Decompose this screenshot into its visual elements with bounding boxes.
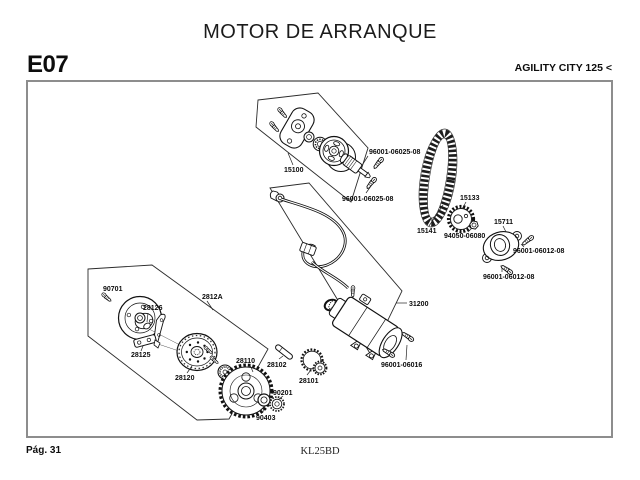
part-labels: 15100 96001-06025-08 96001-06025-08 1514… xyxy=(103,149,564,422)
starter-assy-drawing xyxy=(268,106,371,179)
washer-90403-drawing xyxy=(257,393,271,407)
part-label-94050-06080: 94050-06080 xyxy=(444,233,485,240)
bolt-06012-a-icon xyxy=(520,234,536,248)
part-label-15711: 15711 xyxy=(494,219,513,226)
part-label-90403: 90403 xyxy=(256,415,276,422)
part-label-15141: 15141 xyxy=(417,228,437,235)
part-label-28101: 28101 xyxy=(299,378,319,385)
part-label-90701: 90701 xyxy=(103,286,123,293)
model-name: AGILITY CITY 125 < xyxy=(514,62,612,74)
pin-28102-drawing xyxy=(275,344,293,360)
starter-motor-drawing xyxy=(323,285,403,361)
bolt-06025-b-icon xyxy=(365,175,378,191)
sprocket-drawing xyxy=(446,204,476,234)
gear-28101-drawing xyxy=(300,348,328,376)
part-label-28126: 28126 xyxy=(143,305,163,312)
part-label-2812A: 2812A xyxy=(202,294,223,301)
part-label-96001-06012-08-a: 96001-06012-08 xyxy=(513,248,564,255)
cover-drawing xyxy=(482,231,522,263)
bolt-06025-a-icon xyxy=(372,155,385,171)
leader-lines xyxy=(140,152,525,413)
clutch-group-drawing xyxy=(100,291,233,380)
part-label-96001-06016: 96001-06016 xyxy=(381,362,422,369)
part-label-96001-06025-08-b: 96001-06025-08 xyxy=(342,196,393,203)
nut-90201-drawing xyxy=(269,396,285,412)
diagram-frame xyxy=(26,80,613,438)
part-label-15100: 15100 xyxy=(284,167,304,174)
part-label-28110: 28110 xyxy=(236,358,255,365)
page-number: Pág. 31 xyxy=(26,445,62,456)
part-label-28125: 28125 xyxy=(131,352,151,359)
page-title: MOTOR DE ARRANQUE xyxy=(203,21,437,43)
section-code: E07 xyxy=(27,51,69,78)
part-label-90201: 90201 xyxy=(273,390,293,397)
starter-cable-drawing xyxy=(269,190,349,290)
part-label-96001-06012-08-b: 96001-06012-08 xyxy=(483,274,534,281)
bolt-06016-a-icon xyxy=(400,330,415,343)
part-label-96001-06025-08-a: 96001-06025-08 xyxy=(369,149,420,156)
group-outline-starter-assy xyxy=(255,92,369,203)
idler-gear-drawing xyxy=(218,363,274,419)
chain-drawing xyxy=(418,128,458,228)
part-label-28102: 28102 xyxy=(267,362,287,369)
nut-94050-drawing xyxy=(469,220,479,230)
doc-code: KL25BD xyxy=(300,446,340,457)
part-label-28120: 28120 xyxy=(175,375,195,382)
group-outline-clutch xyxy=(87,264,269,421)
part-label-15133: 15133 xyxy=(460,195,480,202)
part-label-31200: 31200 xyxy=(409,301,429,308)
